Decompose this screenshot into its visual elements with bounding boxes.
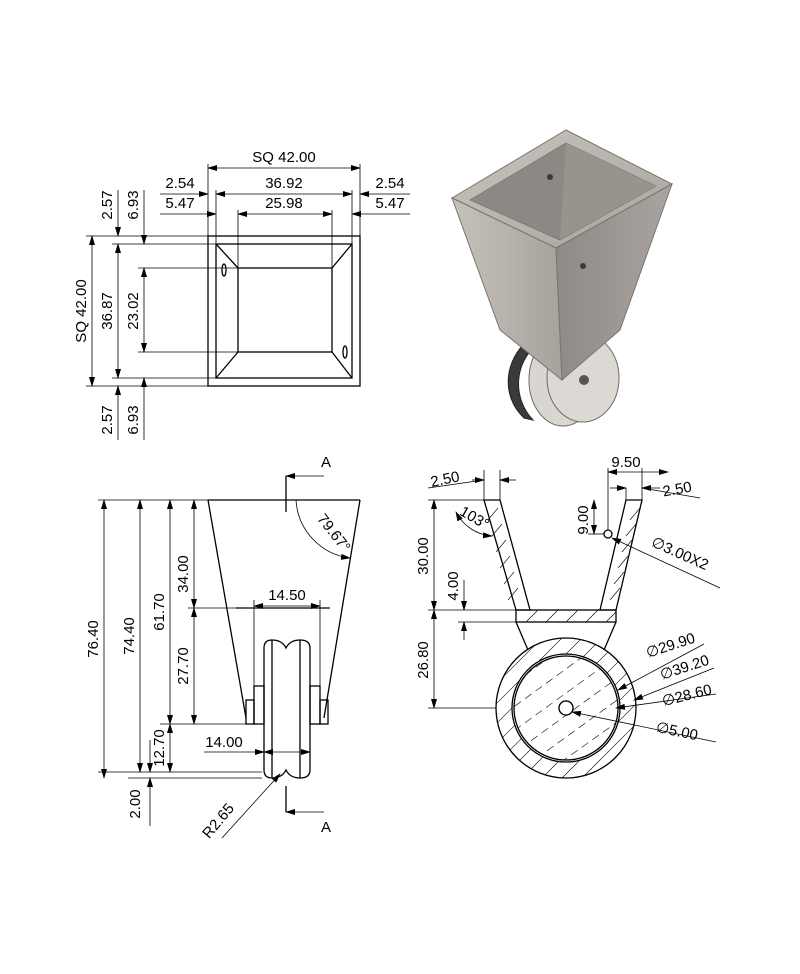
mounting-hole <box>342 345 348 359</box>
mounting-hole <box>603 529 613 539</box>
section-view: 2.50 9.50 2.50 9.00 103° ∅3.00X2 30.00 4… <box>415 454 721 779</box>
inner-square-top <box>215 243 353 379</box>
inner-square-bottom <box>237 267 333 353</box>
dim-height-12: 12.70 <box>151 729 168 767</box>
dim-sq-height: SQ 42.00 <box>73 279 90 342</box>
dim-wheel-width-outer: 14.50 <box>268 587 306 604</box>
dim-height-34: 34.00 <box>175 555 192 593</box>
isometric-view <box>450 129 674 427</box>
dim-inner-top-height: 36.87 <box>99 292 116 330</box>
front-view: A A 79.67° 76.40 74.40 61.70 34.00 27.70… <box>85 454 361 842</box>
wheel-tire <box>507 339 540 421</box>
wheel-profile <box>263 639 311 779</box>
dim-wall-top: 2.57 <box>99 190 116 219</box>
dim-taper-angle: 79.67° <box>313 511 353 556</box>
bracket-base <box>515 609 617 623</box>
dim-wall-left: 2.50 <box>429 468 461 491</box>
dim-total-height: 76.40 <box>85 620 102 658</box>
dim-sq-width: SQ 42.00 <box>252 149 315 166</box>
outer-square <box>207 235 361 387</box>
dim-wall-right: 2.54 <box>375 175 404 192</box>
dim-inner-bottom-height: 23.02 <box>125 292 142 330</box>
mounting-hole <box>221 263 227 277</box>
dim-wall-right: 2.50 <box>661 479 693 501</box>
dim-offset-left: 5.47 <box>165 195 194 212</box>
dim-bracket-height: 30.00 <box>415 537 432 575</box>
dim-offset-right: 5.47 <box>375 195 404 212</box>
bracket-right-face <box>555 182 673 382</box>
dim-hole-offset-y: 9.00 <box>575 505 592 534</box>
dim-axle-height: 26.80 <box>415 641 432 679</box>
dim-height-2: 2.00 <box>127 789 144 818</box>
section-label-top: A <box>321 454 331 471</box>
dim-dia-wheel: ∅39.20 <box>658 652 711 684</box>
dim-height-74: 74.40 <box>121 617 138 655</box>
dim-wall-left: 2.54 <box>165 175 194 192</box>
dim-wall-bottom: 2.57 <box>99 405 116 434</box>
dim-height-61: 61.70 <box>151 593 168 631</box>
dim-height-27: 27.70 <box>175 647 192 685</box>
dim-hole-callout: ∅3.00X2 <box>649 534 711 574</box>
dim-inner-bottom-width: 25.98 <box>265 195 303 212</box>
top-view: SQ 42.00 36.92 25.98 2.54 5.47 2.54 5.47… <box>73 149 410 440</box>
bracket-wall-right <box>599 499 643 611</box>
dim-wheel-width-inner: 14.00 <box>205 734 243 751</box>
dim-inner-top-width: 36.92 <box>265 175 303 192</box>
dim-dia-core: ∅28.60 <box>660 681 713 710</box>
dim-offset-bottom: 6.93 <box>125 405 142 434</box>
dim-hole-offset-x: 9.50 <box>611 454 640 471</box>
section-label-bottom: A <box>321 819 331 836</box>
dim-dia-axle: ∅5.00 <box>654 719 699 744</box>
dim-fillet-radius: R2.65 <box>199 800 238 842</box>
dim-offset-top: 6.93 <box>125 190 142 219</box>
wall-hatching <box>487 507 641 623</box>
axle-bolt <box>579 375 589 385</box>
dim-base-thickness: 4.00 <box>445 571 462 600</box>
